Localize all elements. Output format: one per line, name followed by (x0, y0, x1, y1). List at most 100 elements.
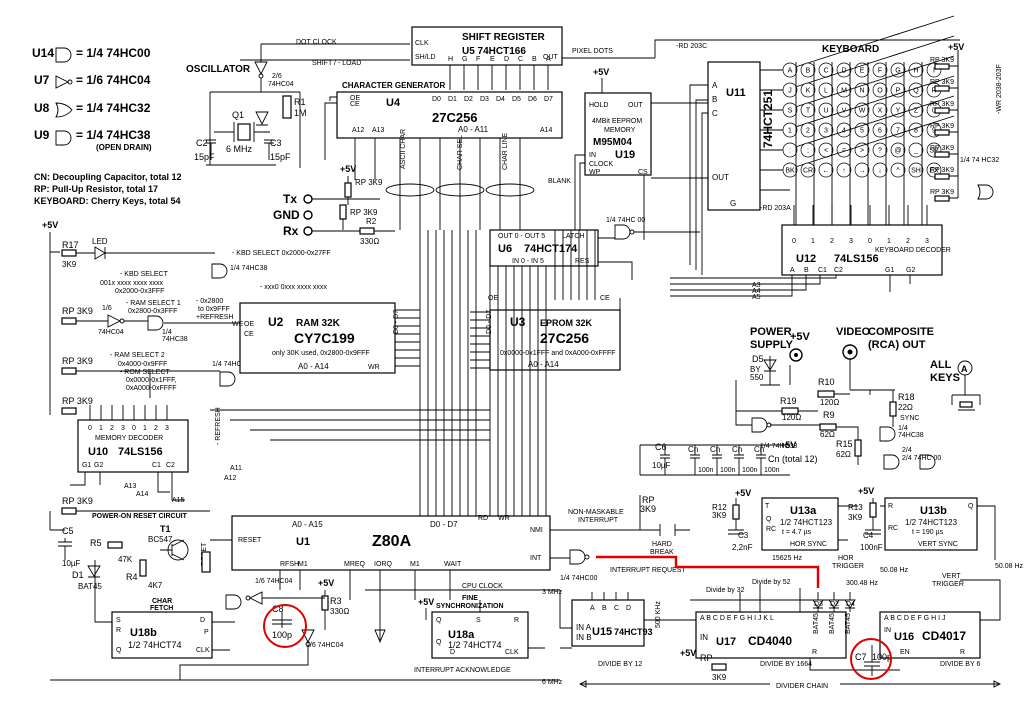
key-9[interactable] (782, 82, 798, 98)
legend-u7-desc: = 1/6 74HC04 (76, 73, 151, 87)
u15-part: 74HCT93 (614, 627, 653, 637)
u5-part: U5 74HCT166 (462, 46, 526, 57)
svg-text:C8: C8 (272, 604, 284, 614)
c7-highlight (850, 638, 892, 680)
key-3[interactable] (836, 62, 852, 78)
u10-out-2: 2 (110, 425, 114, 432)
key-43[interactable] (908, 142, 924, 158)
svg-text:1/2 74HCT123: 1/2 74HCT123 (905, 518, 958, 527)
key-15[interactable] (890, 82, 906, 98)
key-12[interactable] (836, 82, 852, 98)
gnd-terminal[interactable] (303, 210, 313, 220)
key-19[interactable] (800, 102, 816, 118)
power-jack[interactable] (789, 348, 803, 362)
blank-label: BLANK (548, 178, 571, 185)
u16-part: CD4017 (922, 629, 966, 643)
key-0[interactable] (782, 62, 798, 78)
key-label: ↓ (878, 168, 882, 175)
key-21[interactable] (836, 102, 852, 118)
svg-text:3K9: 3K9 (712, 673, 727, 682)
key-30[interactable] (836, 122, 852, 138)
key-37[interactable] (800, 142, 816, 158)
svg-text:1/2 74HCT74: 1/2 74HCT74 (448, 640, 502, 650)
svg-text:FINE: FINE (462, 595, 478, 602)
tx-terminal[interactable] (303, 194, 313, 204)
u4-char-generator: CHARACTER GENERATOR U4 27C256 CE OE A12 … (324, 81, 571, 230)
key-6[interactable] (890, 62, 906, 78)
open-drain-nand-symbol (55, 130, 72, 146)
shift-pin-f: F (476, 56, 480, 63)
svg-text:BREAK: BREAK (650, 549, 674, 556)
svg-text:RD: RD (478, 515, 488, 522)
key-24[interactable] (890, 102, 906, 118)
key-28[interactable] (800, 122, 816, 138)
svg-text:- RAM SELECT 1: - RAM SELECT 1 (126, 300, 181, 307)
u12-out-7: 3 (925, 238, 929, 245)
svg-text:2,2nF: 2,2nF (732, 543, 753, 552)
or-symbol (55, 102, 73, 118)
svg-text:- RAM SELECT 2: - RAM SELECT 2 (110, 352, 165, 359)
key-39[interactable] (836, 142, 852, 158)
r1-label: R1 (294, 97, 306, 107)
key-label: 8 (914, 128, 918, 135)
key-52[interactable] (908, 162, 924, 178)
key-41[interactable] (872, 142, 888, 158)
svg-text:SUPPLY: SUPPLY (750, 339, 794, 351)
svg-text:A11: A11 (230, 465, 242, 472)
svg-text:C: C (712, 109, 718, 118)
svg-text:100nF: 100nF (860, 543, 883, 552)
legend-u9-note: (OPEN DRAIN) (96, 143, 152, 152)
svg-text:IN 0 - IN 5: IN 0 - IN 5 (512, 258, 544, 265)
svg-text:Q: Q (968, 503, 974, 510)
svg-text:A B C D E F G H I J K L: A B C D E F G H I J K L (700, 615, 774, 622)
key-label: @ (894, 148, 901, 155)
key-10[interactable] (800, 82, 816, 98)
key-18[interactable] (782, 102, 798, 118)
chargen-pin-d5: D5 (512, 96, 521, 103)
rx-terminal[interactable] (303, 226, 313, 236)
key-1[interactable] (800, 62, 816, 78)
svg-text:WR: WR (498, 515, 510, 522)
key-27[interactable] (782, 122, 798, 138)
svg-text:R13: R13 (848, 503, 863, 512)
key-label: Q (913, 88, 919, 95)
reset-button[interactable] (201, 551, 211, 573)
svg-text:G1: G1 (885, 267, 894, 274)
key-label: L (824, 88, 828, 95)
key-32[interactable] (872, 122, 888, 138)
key-51[interactable] (890, 162, 906, 178)
key-50[interactable] (872, 162, 888, 178)
u2-name: U2 (268, 315, 284, 329)
key-48[interactable] (836, 162, 852, 178)
key-49[interactable] (854, 162, 870, 178)
svg-text:A12: A12 (352, 127, 365, 134)
key-5[interactable] (872, 62, 888, 78)
svg-text:R: R (960, 649, 965, 656)
key-42[interactable] (890, 142, 906, 158)
key-33[interactable] (890, 122, 906, 138)
key-45[interactable] (782, 162, 798, 178)
svg-text:R: R (116, 627, 121, 634)
u3-name: U3 (510, 315, 526, 329)
svg-text:CE: CE (350, 101, 360, 108)
cn-label: Cn (732, 445, 742, 454)
svg-text:B: B (804, 267, 809, 274)
key-23[interactable] (872, 102, 888, 118)
key-36[interactable] (782, 142, 798, 158)
svg-text:22Ω: 22Ω (898, 403, 913, 412)
key-label: K (806, 88, 811, 95)
svg-text:62Ω: 62Ω (836, 450, 851, 459)
svg-text:KEYS: KEYS (930, 372, 960, 384)
key-47[interactable] (818, 162, 834, 178)
tx-label: Tx (283, 192, 297, 206)
u17-name: U17 (716, 636, 736, 648)
svg-text:+5V: +5V (42, 220, 58, 230)
svg-text:TRIGGER: TRIGGER (932, 581, 964, 588)
svg-text:C7: C7 (855, 652, 867, 662)
key-14[interactable] (872, 82, 888, 98)
svg-text:+5V: +5V (340, 164, 356, 174)
key-46[interactable] (800, 162, 816, 178)
svg-text:RP 3K9: RP 3K9 (62, 496, 93, 506)
key-label: E (860, 68, 865, 75)
